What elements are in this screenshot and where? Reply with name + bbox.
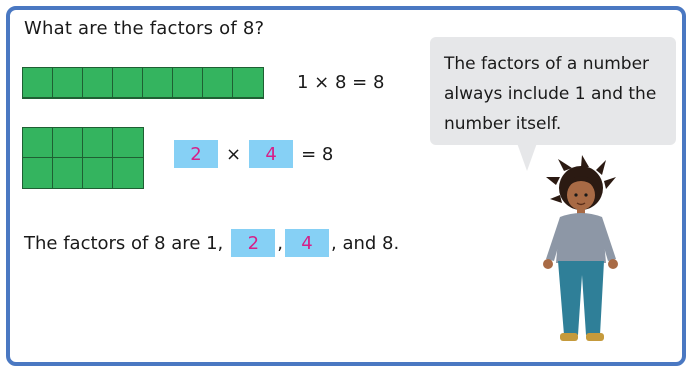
- equation-result: = 8: [301, 143, 334, 165]
- answer-box-2[interactable]: 4: [285, 229, 330, 257]
- trousers: [558, 261, 604, 335]
- two-by-four-blocks: [22, 127, 144, 189]
- sentence-suffix: , and 8.: [331, 232, 400, 254]
- one-by-eight-blocks: [22, 67, 264, 99]
- factor-box-b[interactable]: 4: [249, 140, 294, 168]
- speech-bubble-text: The factors of a number always include 1…: [444, 54, 657, 134]
- speech-bubble: The factors of a number always include 1…: [430, 37, 676, 145]
- sweater: [556, 213, 606, 263]
- sentence-separator: ,: [277, 232, 284, 254]
- face: [567, 180, 595, 210]
- block: [83, 128, 113, 158]
- factor-box-a[interactable]: 2: [174, 140, 218, 168]
- sentence-prefix: The factors of 8 are 1,: [24, 232, 224, 254]
- block: [83, 68, 113, 98]
- block: [53, 128, 83, 158]
- factors-sentence: The factors of 8 are 1, 2 , 4 , and 8.: [24, 229, 399, 257]
- speech-bubble-tail: [517, 143, 537, 171]
- block: [83, 158, 113, 188]
- block: [233, 68, 263, 98]
- equation-two-times-four: 2 × 4 = 8: [174, 140, 333, 168]
- block: [23, 128, 53, 158]
- block: [113, 128, 143, 158]
- block: [173, 68, 203, 98]
- answer-box-1[interactable]: 2: [231, 229, 276, 257]
- times-sign: ×: [226, 143, 242, 165]
- block: [23, 68, 53, 98]
- block: [203, 68, 233, 98]
- block: [113, 158, 143, 188]
- child-character-illustration: [543, 155, 618, 341]
- block: [53, 68, 83, 98]
- block: [143, 68, 173, 98]
- block: [23, 158, 53, 188]
- question-heading: What are the factors of 8?: [24, 18, 265, 39]
- equation-one-times-eight: 1 × 8 = 8: [297, 72, 385, 93]
- block: [113, 68, 143, 98]
- block: [53, 158, 83, 188]
